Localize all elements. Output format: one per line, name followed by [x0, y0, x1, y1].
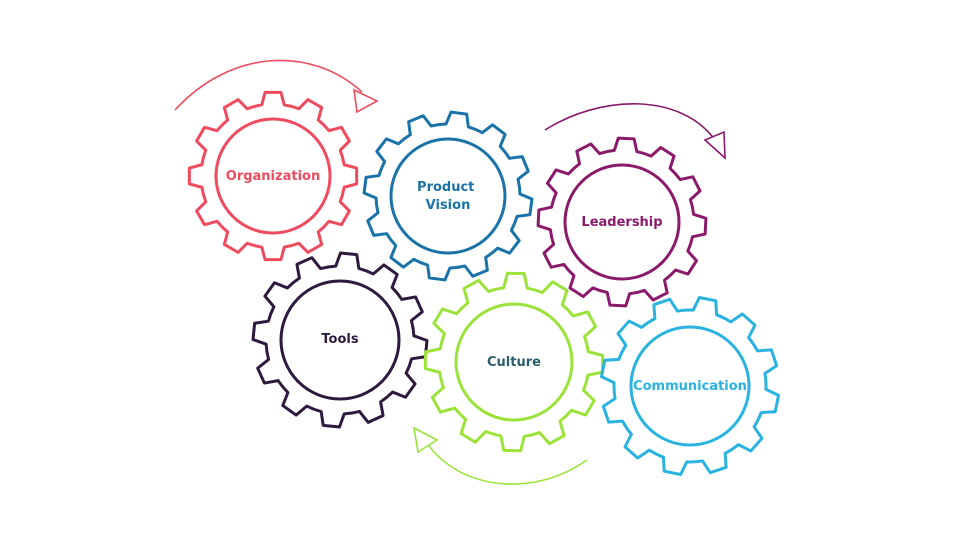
gear-leadership-label: Leadership [581, 215, 662, 230]
gear-leadership-ring [563, 163, 681, 281]
gear-product-vision-label: Product Vision [417, 180, 479, 213]
gear-culture-ring [454, 302, 574, 422]
gear-culture-outline [423, 271, 605, 453]
gear-organization-ring [214, 117, 332, 235]
gear-tools-outline [251, 251, 429, 429]
arrow-top-right-curve [544, 103, 716, 141]
gear-communication: Communication [600, 296, 780, 476]
gear-product-vision-outline [362, 110, 534, 282]
arrow-top-left-head [353, 88, 379, 114]
gear-communication-label: Communication [633, 379, 747, 394]
gear-product-vision-ring [389, 137, 507, 255]
gear-communication-outline [600, 296, 780, 476]
gear-product-vision: Product Vision [362, 110, 534, 282]
arrow-top-right-head [703, 130, 726, 160]
gear-organization-label: Organization [226, 169, 320, 184]
gear-tools-label: Tools [321, 332, 358, 347]
gear-tools-ring [279, 279, 401, 401]
gear-culture: Culture [423, 271, 605, 453]
arrow-bottom-curve [424, 439, 588, 485]
gear-leadership: Leadership [536, 136, 708, 308]
gear-organization: Organization [187, 90, 359, 262]
gear-organization-outline [187, 90, 359, 262]
arrow-top-left [174, 59, 379, 114]
arrow-bottom [412, 426, 588, 485]
arrow-bottom-head [412, 426, 439, 454]
gear-tools: Tools [251, 251, 429, 429]
gear-communication-ring [629, 325, 751, 447]
arrow-top-right [544, 103, 726, 160]
gear-culture-label: Culture [487, 355, 541, 370]
gear-leadership-outline [536, 136, 708, 308]
arrow-top-left-curve [174, 59, 363, 111]
